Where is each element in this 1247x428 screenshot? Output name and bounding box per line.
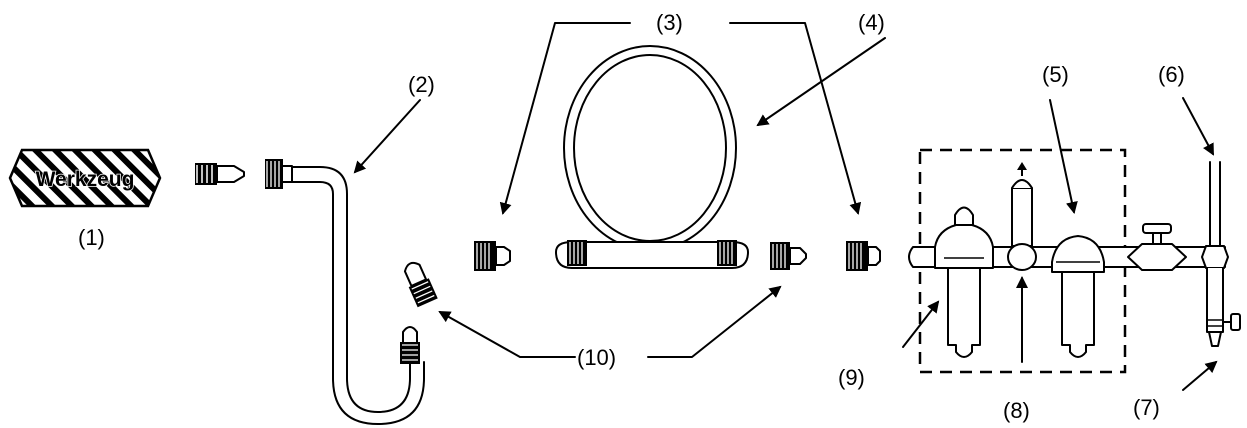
coupling-left (474, 241, 511, 271)
label-9: (9) (838, 365, 865, 390)
label-8: (8) (1003, 398, 1030, 423)
label-2: (2) (408, 72, 435, 97)
shutoff-valve (1127, 223, 1187, 271)
tool-label: Werkzeug (36, 168, 135, 191)
coupling-right (846, 241, 881, 271)
label-1: (1) (78, 225, 105, 250)
tool: Werkzeug (8, 148, 162, 208)
label-4: (4) (858, 10, 885, 35)
nipple-right (770, 242, 807, 270)
label-3: (3) (656, 10, 683, 35)
label-7: (7) (1133, 395, 1160, 420)
angled-nipple (403, 261, 438, 308)
hose-2 (265, 159, 425, 425)
label-5: (5) (1042, 62, 1069, 87)
label-10: (10) (577, 345, 616, 370)
tool-nipple (195, 163, 245, 185)
coiled-hose (555, 45, 749, 269)
label-6: (6) (1158, 62, 1185, 87)
drain-pipe (1201, 161, 1241, 347)
